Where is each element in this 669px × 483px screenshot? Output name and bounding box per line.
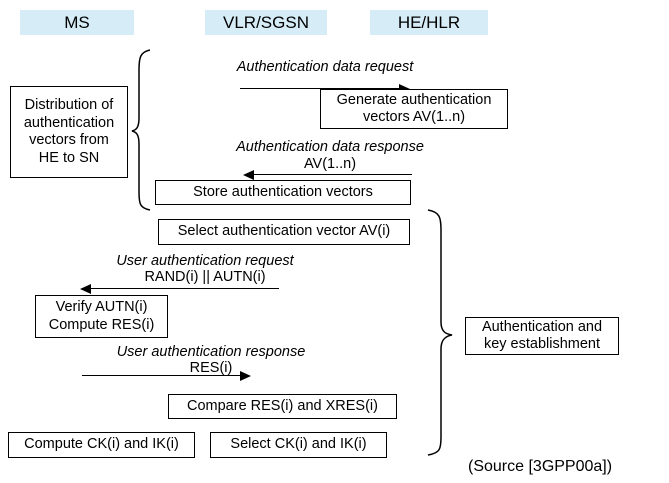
phase-line: HE to SN xyxy=(38,149,100,166)
phase-line: authentication xyxy=(23,114,115,131)
message-label-user-authentication-response: User authentication response xyxy=(116,344,306,360)
column-header-vlr-sgsn: VLR/SGSN xyxy=(205,10,327,35)
message-sublabel-authentication-data-response: AV(1..n) xyxy=(303,156,357,172)
step-line: Compute CK(i) and IK(i) xyxy=(24,436,179,453)
step-box-verify-autn-compute-res: Verify AUTN(i) Compute RES(i) xyxy=(35,295,168,338)
step-line: Select authentication vector AV(i) xyxy=(177,223,391,240)
phase-box-distribution: Distribution of authentication vectors f… xyxy=(10,86,128,178)
brace-auth-key-establishment xyxy=(427,209,453,456)
step-box-store-authentication-vectors: Store authentication vectors xyxy=(155,180,411,205)
message-label-authentication-data-response: Authentication data response xyxy=(236,139,424,155)
phase-line: vectors from xyxy=(29,132,109,148)
arrow-user-authentication-request xyxy=(80,284,280,294)
step-line: Compare RES(i) and XRES(i) xyxy=(187,397,378,414)
column-header-he-hlr: HE/HLR xyxy=(370,10,488,35)
step-box-compare-res-xres: Compare RES(i) and XRES(i) xyxy=(168,394,397,419)
message-sublabel-user-authentication-request: RAND(i) || AUTN(i) xyxy=(144,269,266,285)
step-line: Generate authentication xyxy=(336,91,492,108)
step-line: Store authentication vectors xyxy=(193,183,373,200)
step-box-compute-ck-ik: Compute CK(i) and IK(i) xyxy=(8,432,195,458)
phase-line: key establishment xyxy=(483,336,601,352)
step-line: vectors AV(1..n) xyxy=(362,109,466,125)
arrow-user-authentication-response xyxy=(82,371,252,381)
brace-distribution xyxy=(131,49,151,211)
step-line: Select CK(i) and IK(i) xyxy=(230,436,367,453)
source-note: (Source [3GPP00a]) xyxy=(468,458,613,475)
message-label-user-authentication-request: User authentication request xyxy=(116,253,294,269)
step-box-select-authentication-vector: Select authentication vector AV(i) xyxy=(158,219,410,245)
step-box-generate-authentication-vectors: Generate authentication vectors AV(1..n) xyxy=(320,89,508,129)
phase-line: Distribution of xyxy=(24,97,114,113)
message-label-authentication-data-request: Authentication data request xyxy=(236,59,414,75)
phase-box-auth-key-establishment: Authentication and key establishment xyxy=(465,317,619,355)
step-line: Verify AUTN(i) xyxy=(55,299,148,315)
step-line: Compute RES(i) xyxy=(48,316,155,333)
step-box-select-ck-ik: Select CK(i) and IK(i) xyxy=(210,432,387,458)
arrow-authentication-data-response xyxy=(243,170,415,180)
column-header-ms: MS xyxy=(20,10,134,35)
phase-line: Authentication and xyxy=(481,318,603,335)
message-sublabel-user-authentication-response: RES(i) xyxy=(189,360,233,376)
